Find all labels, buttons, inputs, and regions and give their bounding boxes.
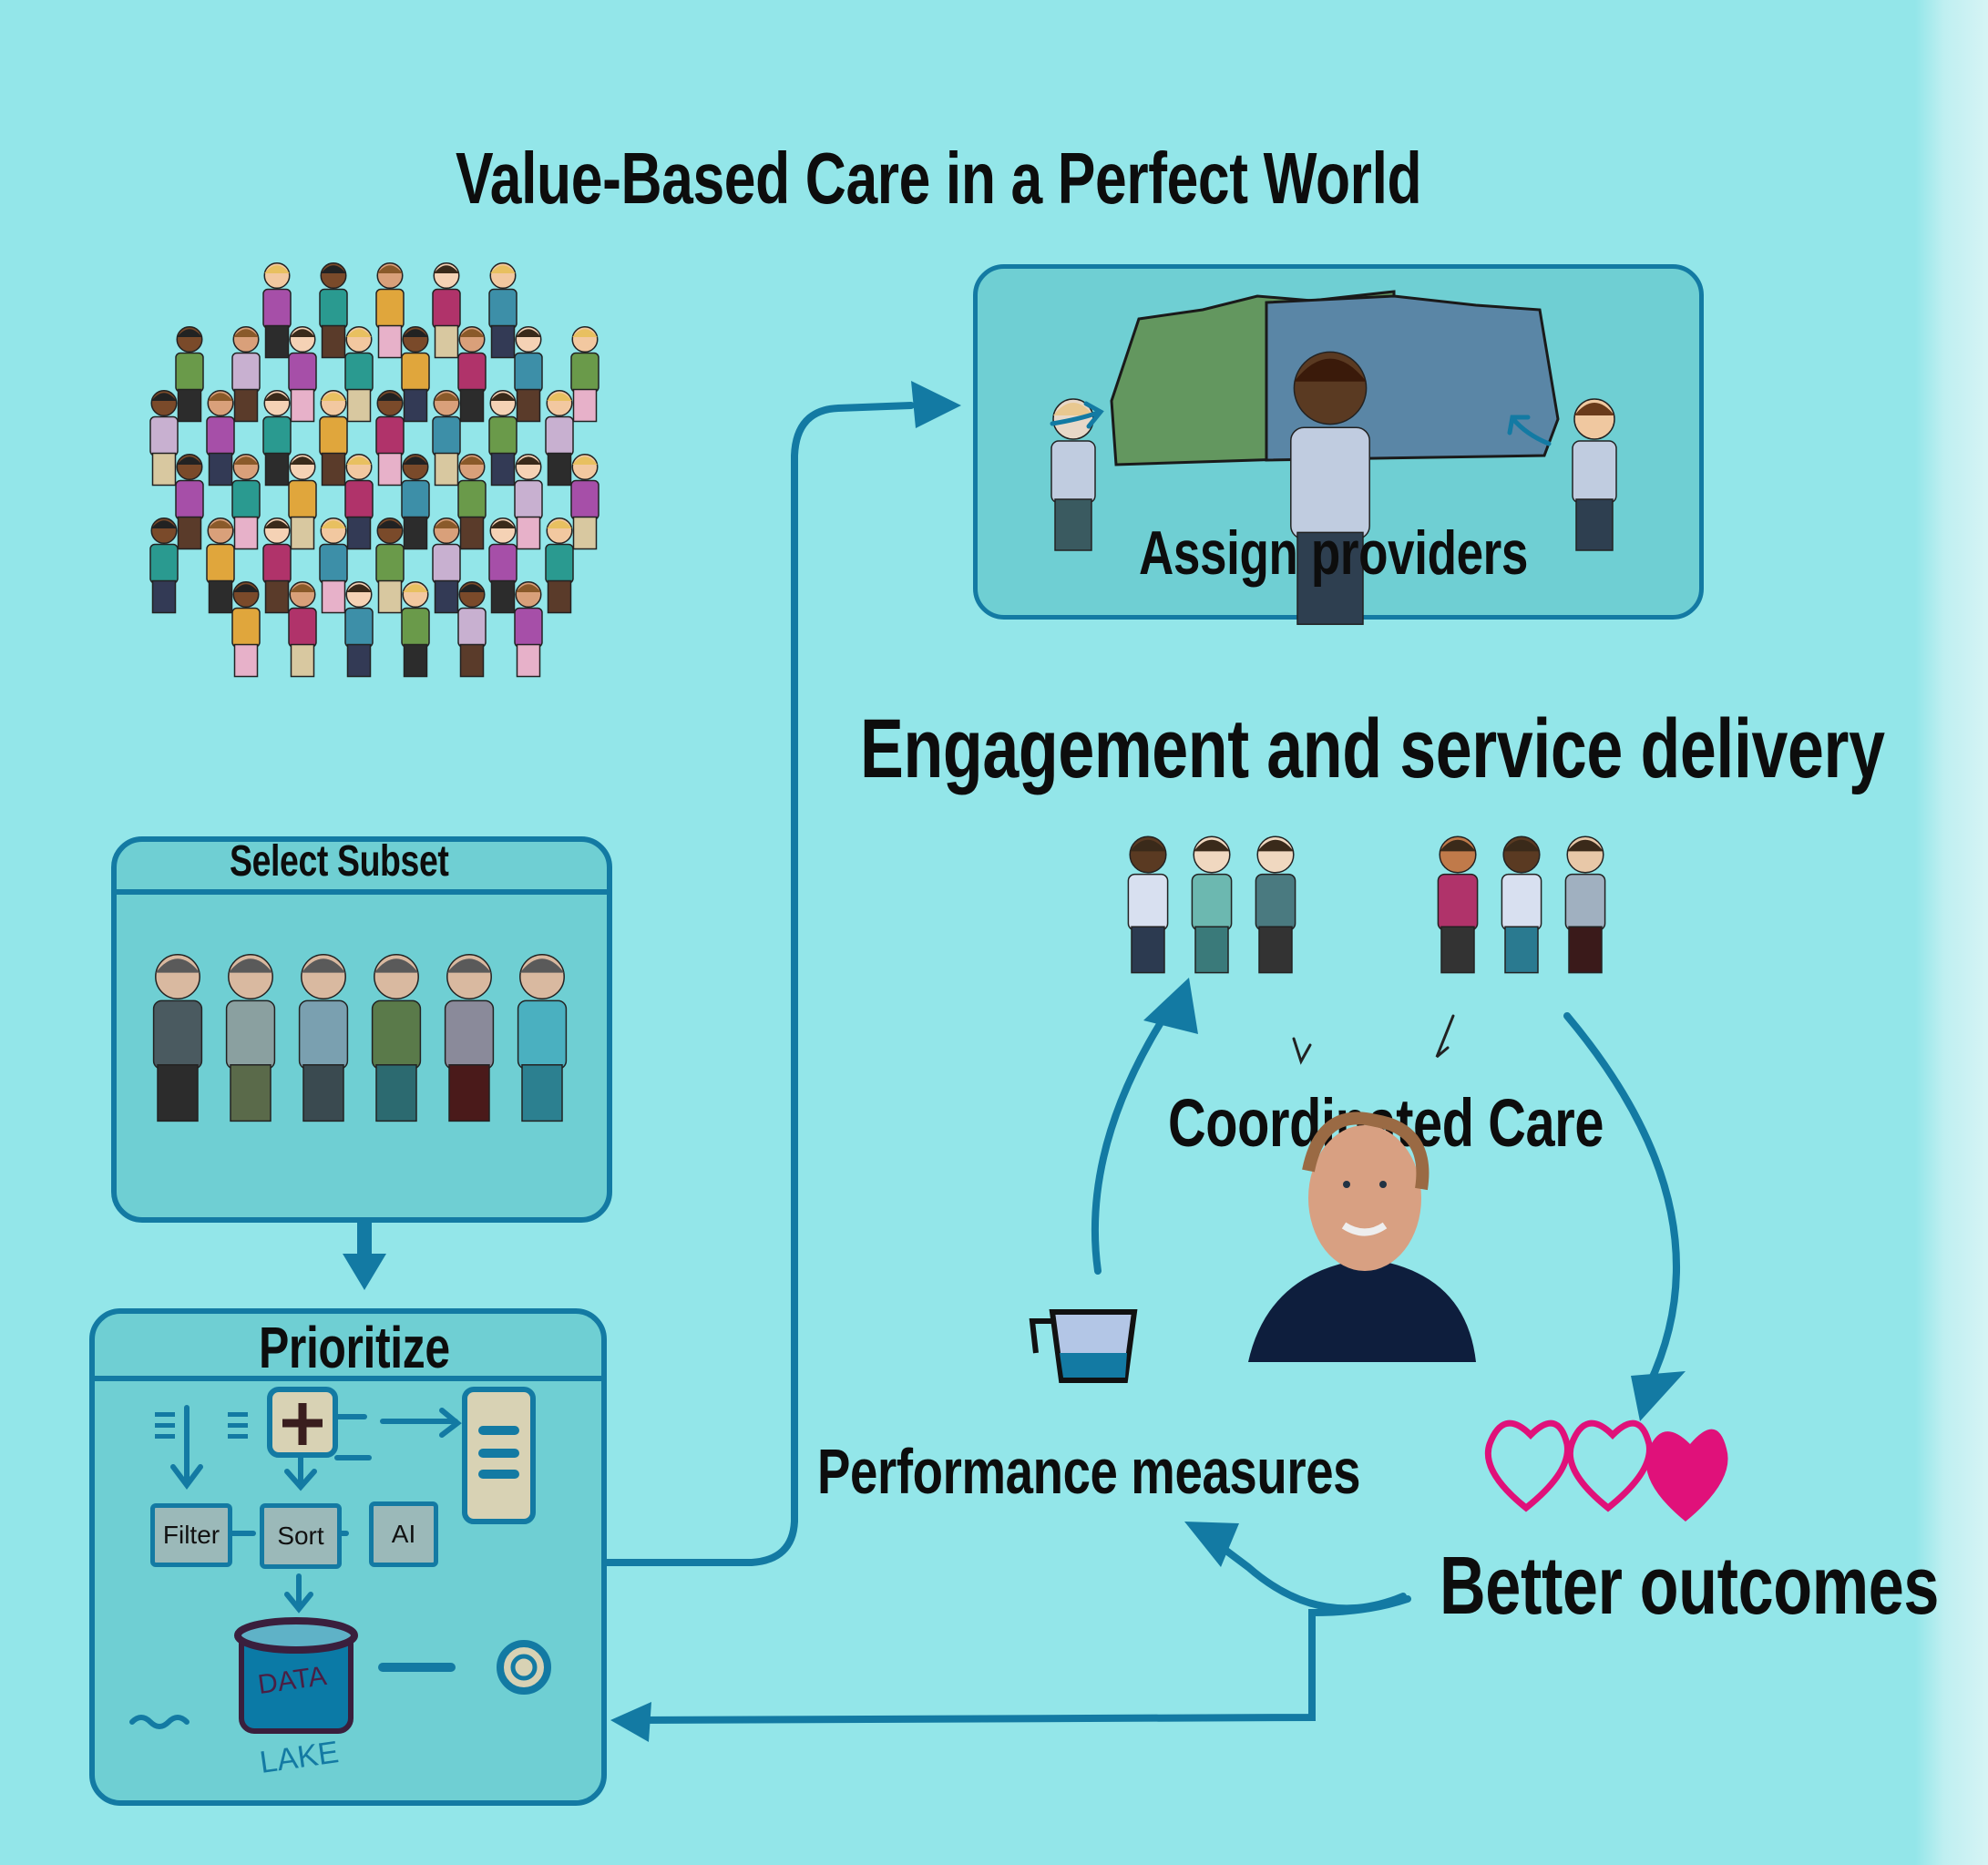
sort-chip: Sort	[260, 1503, 342, 1569]
care-team-icon	[1127, 835, 1606, 974]
crowd-person	[432, 517, 461, 614]
panel-divider	[117, 889, 607, 895]
measuring-cup-icon	[1029, 1309, 1138, 1383]
crowd-person	[570, 326, 599, 423]
crowd-person	[401, 454, 430, 550]
performance-measures-label: Performance measures	[817, 1436, 1361, 1507]
prioritize-flow	[129, 1387, 551, 1734]
crowd-person	[375, 390, 405, 487]
provider-nurse	[1572, 398, 1617, 551]
select-subset-label: Select Subset	[230, 837, 449, 886]
crowd-person	[514, 326, 543, 423]
hearts-icon	[1484, 1419, 1728, 1522]
crowd-person	[457, 581, 487, 678]
crowd-person	[231, 581, 261, 678]
crowd-person	[488, 390, 517, 487]
crowd-person	[262, 262, 292, 359]
crowd-person	[206, 517, 235, 614]
page-title: Value-Based Care in a Perfect World	[456, 138, 1422, 219]
paper-texture	[1915, 0, 1988, 1865]
list-icons	[155, 1412, 248, 1439]
target-icon	[497, 1640, 551, 1695]
crowd-person	[375, 517, 405, 614]
care-team-member	[1255, 835, 1296, 974]
patient-portrait-icon	[1248, 1112, 1476, 1362]
crowd-person	[344, 326, 374, 423]
crowd-person	[319, 517, 348, 614]
crowd-person	[514, 454, 543, 550]
crowd-person	[401, 581, 430, 678]
crowd-person	[319, 390, 348, 487]
care-team-member	[1564, 835, 1606, 974]
crowd-person	[457, 326, 487, 423]
crowd-person	[432, 390, 461, 487]
assign-providers-label: Assign providers	[1139, 518, 1529, 588]
crowd-person	[545, 517, 574, 614]
crowd-person	[175, 454, 204, 550]
subset-person	[371, 954, 422, 1122]
crowd-person	[488, 262, 517, 359]
care-team-member	[1437, 835, 1479, 974]
crowd-person	[319, 262, 348, 359]
subset-person	[152, 954, 203, 1122]
crowd-icon	[149, 262, 599, 678]
care-team-member	[1501, 835, 1542, 974]
prioritize-label: Prioritize	[259, 1315, 450, 1380]
crowd-person	[570, 454, 599, 550]
subset-people-icon	[152, 954, 568, 1122]
crowd-person	[206, 390, 235, 487]
arrow-down-icon	[343, 1221, 386, 1290]
crowd-person	[175, 326, 204, 423]
crowd-person	[231, 326, 261, 423]
crowd-person	[149, 517, 179, 614]
engagement-label: Engagement and service delivery	[860, 702, 1885, 795]
crowd-person	[262, 390, 292, 487]
care-team-member	[1191, 835, 1233, 974]
crowd-person	[262, 517, 292, 614]
crowd-person	[344, 454, 374, 550]
patient	[1290, 351, 1370, 625]
crowd-person	[545, 390, 574, 487]
crowd-person	[432, 262, 461, 359]
care-team-member	[1127, 835, 1169, 974]
crowd-person	[401, 326, 430, 423]
crowd-person	[457, 454, 487, 550]
crowd-person	[488, 517, 517, 614]
subset-person	[298, 954, 349, 1122]
subset-person	[225, 954, 276, 1122]
ai-chip: AI	[369, 1501, 438, 1567]
subset-person	[517, 954, 568, 1122]
filter-chip: Filter	[150, 1503, 232, 1567]
better-outcomes-label: Better outcomes	[1440, 1541, 1940, 1632]
crowd-person	[288, 454, 317, 550]
crowd-person	[288, 326, 317, 423]
crowd-person	[288, 581, 317, 678]
crowd-person	[514, 581, 543, 678]
crowd-person	[375, 262, 405, 359]
crowd-person	[149, 390, 179, 487]
provider-regions	[1050, 290, 1617, 625]
panel-divider	[95, 1376, 601, 1381]
subset-person	[444, 954, 495, 1122]
crowd-person	[231, 454, 261, 550]
crowd-person	[344, 581, 374, 678]
